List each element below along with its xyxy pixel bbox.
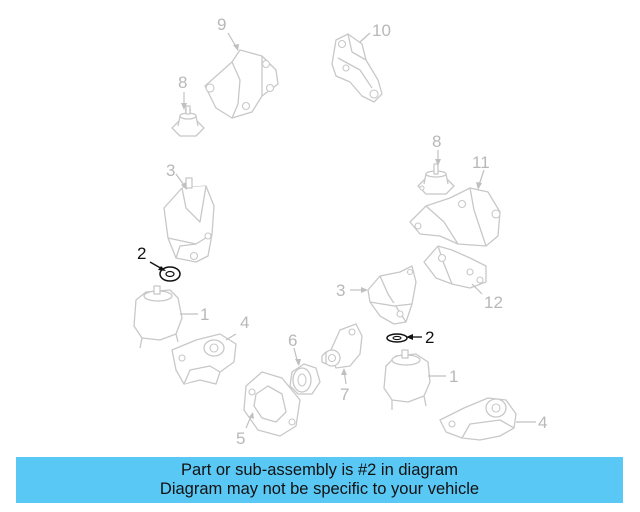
part-11-bracket xyxy=(409,187,501,247)
part-1-mount-right xyxy=(383,349,431,410)
callout-12: 12 xyxy=(484,293,503,312)
part-8-mount-left xyxy=(171,105,205,137)
callout-4-left: 4 xyxy=(240,313,249,332)
callout-11: 11 xyxy=(472,153,490,172)
callout-4-right: 4 xyxy=(538,413,547,432)
banner-line-2: Diagram may not be specific to your vehi… xyxy=(159,480,480,498)
callout-1-right: 1 xyxy=(449,367,458,386)
callout-2-right: 2 xyxy=(425,328,434,347)
part-8-mount-right xyxy=(417,163,455,195)
part-3-bracket-left xyxy=(163,177,215,263)
callout-5: 5 xyxy=(236,429,245,448)
part-4-bracket-right xyxy=(439,397,517,441)
part-7-link-bracket xyxy=(321,323,363,369)
callout-1-left: 1 xyxy=(200,305,209,324)
callout-7: 7 xyxy=(340,385,349,404)
part-10-bracket xyxy=(331,33,383,103)
part-4-bracket-left xyxy=(171,333,237,385)
callout-9: 9 xyxy=(217,15,226,34)
part-6-bushing xyxy=(289,363,321,395)
callout-3-left: 3 xyxy=(166,161,175,180)
part-1-mount-left xyxy=(133,285,183,349)
callout-2-left: 2 xyxy=(137,244,146,263)
part-12-bracket xyxy=(423,245,487,289)
callout-10: 10 xyxy=(372,21,391,40)
callout-3-right: 3 xyxy=(336,281,345,300)
callout-8-right: 8 xyxy=(432,132,441,151)
callout-8-left: 8 xyxy=(178,73,187,92)
part-9-bracket xyxy=(204,49,279,119)
part-5-plate xyxy=(243,371,301,437)
banner-line-1: Part or sub-assembly is #2 in diagram xyxy=(181,461,458,479)
info-banner: Part or sub-assembly is #2 in diagram Di… xyxy=(16,457,623,503)
part-2-washer-right xyxy=(386,333,408,343)
part-3-bracket-right xyxy=(367,265,417,325)
callout-6: 6 xyxy=(288,331,297,350)
